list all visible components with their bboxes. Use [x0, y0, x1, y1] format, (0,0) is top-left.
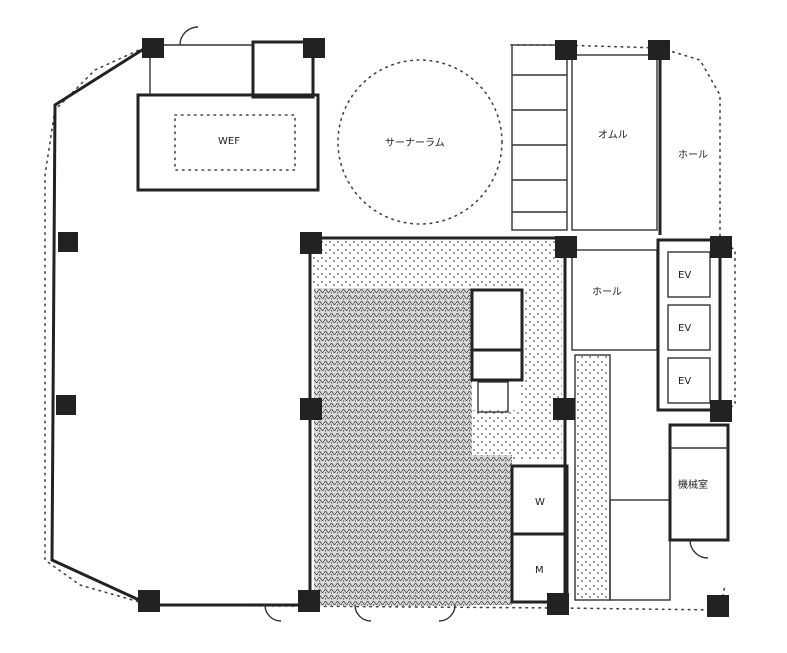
elevator-3-label: EV — [678, 376, 691, 387]
elevator-1-label: EV — [678, 270, 691, 281]
column — [710, 400, 732, 422]
upper-small-room — [251, 40, 315, 99]
column — [56, 395, 76, 415]
core-room-c — [477, 381, 509, 413]
stair-treads — [512, 74, 567, 213]
corridor-right — [571, 249, 658, 351]
right-stair-outline — [574, 354, 611, 601]
door-arc-south-1 — [264, 604, 282, 622]
column — [553, 398, 575, 420]
elevator-bank — [656, 238, 722, 412]
hatched-zone — [314, 288, 472, 606]
elevator-3 — [667, 357, 711, 404]
column — [648, 40, 670, 60]
column — [710, 236, 732, 258]
column — [303, 38, 325, 58]
circle-room-label: サーナーラム — [385, 137, 445, 149]
column — [298, 590, 320, 612]
column — [547, 593, 569, 615]
column — [300, 232, 322, 254]
column — [707, 595, 729, 617]
lower-mid-room-2 — [510, 532, 569, 604]
column — [555, 236, 577, 258]
corridor-right-strip — [520, 240, 562, 410]
door-arc-south-2 — [354, 604, 372, 622]
lower-right-room — [668, 423, 730, 542]
column — [300, 398, 322, 420]
elevator-2-label: EV — [678, 323, 691, 334]
column — [142, 38, 164, 58]
column — [58, 232, 78, 252]
right-label-top: ホール — [678, 149, 708, 161]
upper-right-room — [571, 54, 658, 231]
upper-room-wall — [149, 44, 253, 95]
lower-mid-room-1-label: W — [535, 497, 545, 508]
circle-room — [337, 59, 503, 225]
corridor-lower-band — [470, 410, 562, 460]
upper-right-room-label: オムル — [598, 129, 628, 141]
hatched-zone-lower — [472, 455, 512, 605]
elevator-2 — [667, 304, 711, 351]
main-wall-west — [50, 43, 151, 607]
column — [138, 590, 160, 612]
door-arc-east — [689, 539, 709, 559]
upper-left-room — [136, 93, 320, 192]
right-stair — [575, 355, 610, 600]
structural-columns — [56, 38, 732, 617]
elevator-1 — [667, 251, 711, 298]
corridor-right-label: ホール — [592, 286, 622, 298]
upper-left-room-label: WEF — [218, 136, 240, 147]
upper-left-inner — [174, 114, 296, 171]
core-room-a — [470, 288, 524, 352]
door-arc-north — [179, 26, 199, 46]
lower-right-corridor — [609, 499, 671, 601]
door-arc-south-3 — [438, 604, 456, 622]
core-room-b — [470, 348, 524, 382]
lower-mid-room-2-label: M — [535, 565, 544, 576]
upper-right-stair — [511, 44, 568, 231]
lower-right-room-label: 機械室 — [678, 478, 708, 491]
column — [555, 40, 577, 60]
